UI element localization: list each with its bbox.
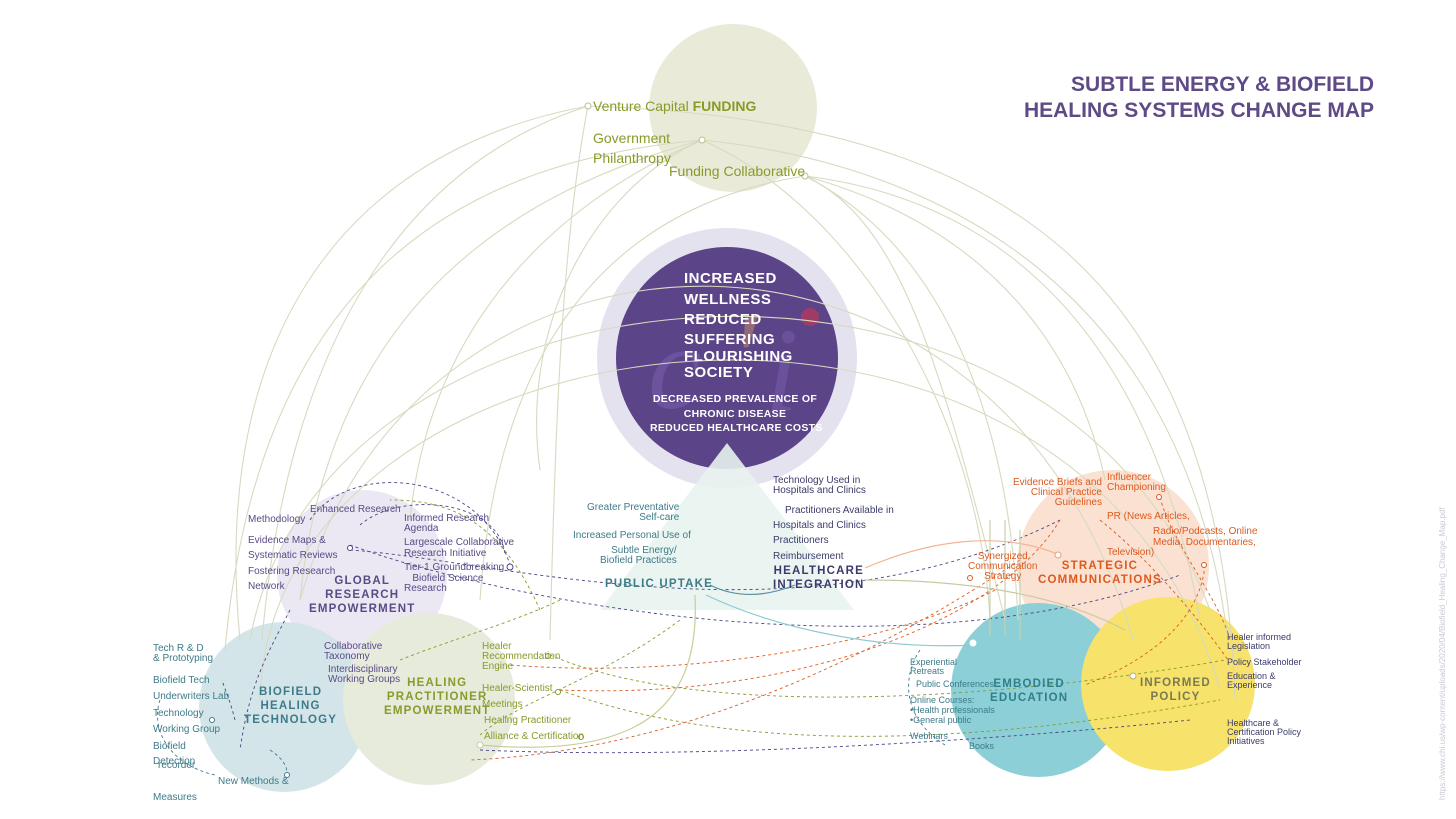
- hub-education: EMBODIED EDUCATION: [990, 678, 1069, 704]
- funding-arcs: [224, 105, 1236, 701]
- node-dots: [209, 102, 1207, 778]
- research-agenda: Informed Research Agenda: [404, 513, 490, 534]
- hub-practitioner: HEALING PRACTITIONER EMPOWERMENT: [384, 677, 491, 717]
- practitioner-scientist: Healer-Scientist Meetings: [482, 683, 553, 710]
- practitioner-alliance: Healing Practitioner Alliance & Certific…: [484, 715, 585, 742]
- title-line-1: SUBTLE ENERGY & BIOFIELD: [1071, 73, 1374, 96]
- education-circle: [951, 603, 1125, 777]
- core-outcome: SUFFERING: [684, 331, 776, 349]
- healthcare-reimbursement: Reimbursement: [773, 551, 844, 562]
- tech-rd: Tech R & D & Prototyping: [153, 643, 214, 664]
- chi-logo-mark-h: ': [728, 287, 758, 431]
- tech-detection: Biofield Detection: [153, 741, 196, 767]
- core-outcome: FLOURISHING: [684, 347, 793, 365]
- practitioner-recommendation: Healer Recommendation Engine: [482, 641, 561, 672]
- hub-research: GLOBAL RESEARCH EMPOWERMENT: [309, 575, 416, 615]
- core-outcomes: INCREASED WELLNESS REDUCED SUFFERING FLO…: [684, 269, 793, 384]
- source-url[interactable]: https://www.chi.us/wp-content/uploads/20…: [1438, 507, 1447, 800]
- core-outcome: SOCIETY: [684, 364, 754, 382]
- policy-legislation: Healer informed Legislation: [1227, 632, 1292, 651]
- uptake-personal-use: Increased Personal Use of: [573, 530, 691, 541]
- map-title: SUBTLE ENERGY & BIOFIELD HEALING SYSTEMS…: [1024, 72, 1374, 125]
- core-sub: REDUCED HEALTHCARE COSTS: [650, 422, 823, 435]
- core-outcome: WELLNESS: [684, 290, 772, 308]
- core-sub: CHRONIC DISEASE: [683, 407, 787, 420]
- research-evidence-maps: Evidence Maps & Systematic Reviews: [248, 535, 338, 561]
- comms-television: Television): [1107, 547, 1155, 558]
- tech-ul: Biofield Tech Underwriters Lab: [153, 675, 230, 702]
- hub-communications: STRATEGIC COMMUNICATIONS: [1038, 560, 1162, 586]
- healthcare-available: Practitioners Available in Hospitals and…: [773, 505, 894, 531]
- hub-technology: BIOFIELD HEALING TECHNOLOGY: [244, 686, 338, 726]
- education-retreats: Experiential Retreats: [910, 657, 958, 676]
- practitioner-taxonomy: Collaborative Taxonomy: [324, 641, 383, 662]
- research-enhanced: Enhanced Research: [310, 504, 401, 515]
- tech-measures: Measures: [153, 792, 197, 803]
- solid-connectors: [479, 520, 1126, 748]
- dashed-connectors: [157, 482, 1231, 781]
- funding-keyword: FUNDING: [692, 98, 757, 114]
- tech-working-group: Technology Working Group: [153, 708, 221, 735]
- comms-radio: Radio/Podcasts, Online Media, Documentar…: [1153, 526, 1258, 548]
- comms-pr: PR (News Articles,: [1107, 511, 1190, 522]
- chi-logo-mark: c: [648, 301, 701, 434]
- funding-circle: [649, 24, 817, 192]
- uptake-selfcare: Greater Preventative Self-care: [587, 502, 680, 523]
- policy-certification: Healthcare & Certification Policy Initia…: [1227, 718, 1302, 746]
- research-methodology: Methodology: [248, 514, 306, 525]
- education-books: Books: [969, 741, 995, 751]
- core-circle: [616, 247, 838, 469]
- healthcare-technology: Technology Used in Hospitals and Clinics: [773, 475, 866, 496]
- core-outcome: REDUCED: [684, 311, 762, 329]
- research-fostering: Fostering Research Network: [248, 566, 336, 592]
- hub-healthcare: HEALTHCARE INTEGRATION: [773, 565, 865, 591]
- core-outcome: INCREASED: [684, 270, 777, 287]
- policy-circle: [1081, 597, 1255, 771]
- chi-logo-mark-i: i: [765, 303, 798, 436]
- title-line-2: HEALING SYSTEMS CHANGE MAP: [1023, 99, 1374, 123]
- education-online: Online Courses: •Health professionals •G…: [910, 695, 995, 725]
- technology-circle: [199, 622, 369, 792]
- hub-policy: INFORMED POLICY: [1140, 677, 1211, 703]
- policy-stakeholder: Policy Stakeholder: [1227, 657, 1302, 667]
- tech-recorder: recorder: [158, 760, 196, 771]
- healthcare-practitioners: Practitioners: [773, 535, 829, 546]
- tech-new-methods: New Methods &: [218, 776, 289, 787]
- funding-collaborative: Funding Collaborative: [669, 163, 806, 179]
- education-conferences: Public Conferences: [916, 679, 995, 689]
- core-sub-outcomes: DECREASED PREVALENCE OF CHRONIC DISEASE …: [650, 392, 823, 436]
- practitioner-interdisciplinary: Interdisciplinary Working Groups: [328, 664, 401, 685]
- funding-philanthropy: Philanthropy: [593, 150, 671, 166]
- education-webinars: Webinars: [910, 731, 948, 741]
- uptake-practices: Subtle Energy/ Biofield Practices: [600, 545, 677, 566]
- policy-education-experience: Education & Experience: [1227, 671, 1276, 690]
- chi-logo-dot: [801, 308, 819, 326]
- hub-public-uptake: PUBLIC UPTAKE: [605, 578, 714, 590]
- comms-synergized: Synergized Communication Strategy: [968, 551, 1038, 582]
- funding-vc-label: Venture Capital: [593, 98, 693, 114]
- research-tier1: Tier-1 Groundbreaking Biofield Science R…: [404, 562, 505, 594]
- comms-influencer: Influencer Championing: [1107, 472, 1166, 493]
- funding-vc: Venture Capital FUNDING: [593, 98, 756, 114]
- research-collab-initiative: Largescale Collaborative Research Initia…: [404, 537, 515, 559]
- uptake-triangle: [600, 443, 854, 610]
- practitioner-circle: [343, 613, 515, 785]
- comms-evidence-briefs: Evidence Briefs and Clinical Practice Gu…: [1013, 477, 1102, 508]
- core-sub: DECREASED PREVALENCE OF: [652, 393, 818, 405]
- funding-government: Government: [593, 130, 671, 146]
